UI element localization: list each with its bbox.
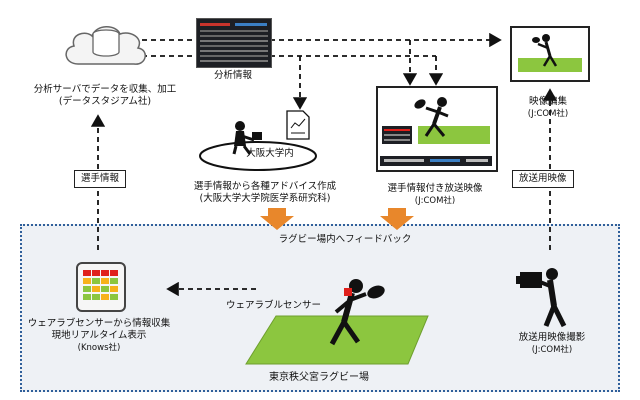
wearable-label-2: 現地リアルタイム表示	[51, 330, 147, 341]
report-document-icon	[286, 110, 310, 140]
analysis-label: 分析情報	[213, 70, 252, 81]
cloud-database-icon	[65, 26, 146, 65]
wearable-display-tablet	[76, 262, 126, 312]
editing-thumbnail	[510, 26, 590, 82]
feedback-label: ラグビー場内へフィードバック	[278, 234, 412, 245]
broadcast-frame	[376, 86, 498, 172]
feedback-arrows	[260, 208, 414, 230]
rugby-field	[245, 279, 429, 365]
university-ellipse-label: 大阪大学内	[246, 148, 294, 159]
broadcast-label-1: 選手情報付き放送映像	[387, 183, 483, 194]
sensor-marker	[344, 288, 352, 296]
broadcast-label-2: (J:COM社)	[414, 196, 456, 206]
analysis-screen	[196, 18, 272, 68]
editing-label-2: (J:COM社)	[527, 109, 569, 119]
camera-label-1: 放送用映像撮影	[518, 332, 586, 343]
camera-label-2: (J:COM社)	[531, 345, 573, 355]
server-label-2: (データスタジアム社)	[58, 96, 152, 107]
camera-operator-icon	[516, 268, 567, 328]
wearable-label-1: ウェアラブセンサーから情報収集	[27, 318, 171, 329]
venue-label: 東京秩父宮ラグビー場	[269, 372, 369, 383]
rugby-player-icon	[329, 279, 385, 346]
server-label-1: 分析サーバでデータを収集、加工	[33, 84, 177, 95]
university-ellipse	[199, 121, 317, 171]
broadcast-video-label: 放送用映像	[512, 170, 574, 188]
university-label-2: (大阪大学大学院医学系研究科)	[199, 193, 331, 204]
editing-label-1: 映像編集	[528, 96, 567, 107]
player-info-label: 選手情報	[74, 170, 127, 188]
wearable-label-3: (Knows社)	[77, 343, 121, 353]
university-label-1: 選手情報から各種アドバイス作成	[193, 181, 337, 192]
sensor-player-label: ウェアラブルセンサー	[226, 300, 322, 311]
researcher-icon	[232, 121, 262, 155]
